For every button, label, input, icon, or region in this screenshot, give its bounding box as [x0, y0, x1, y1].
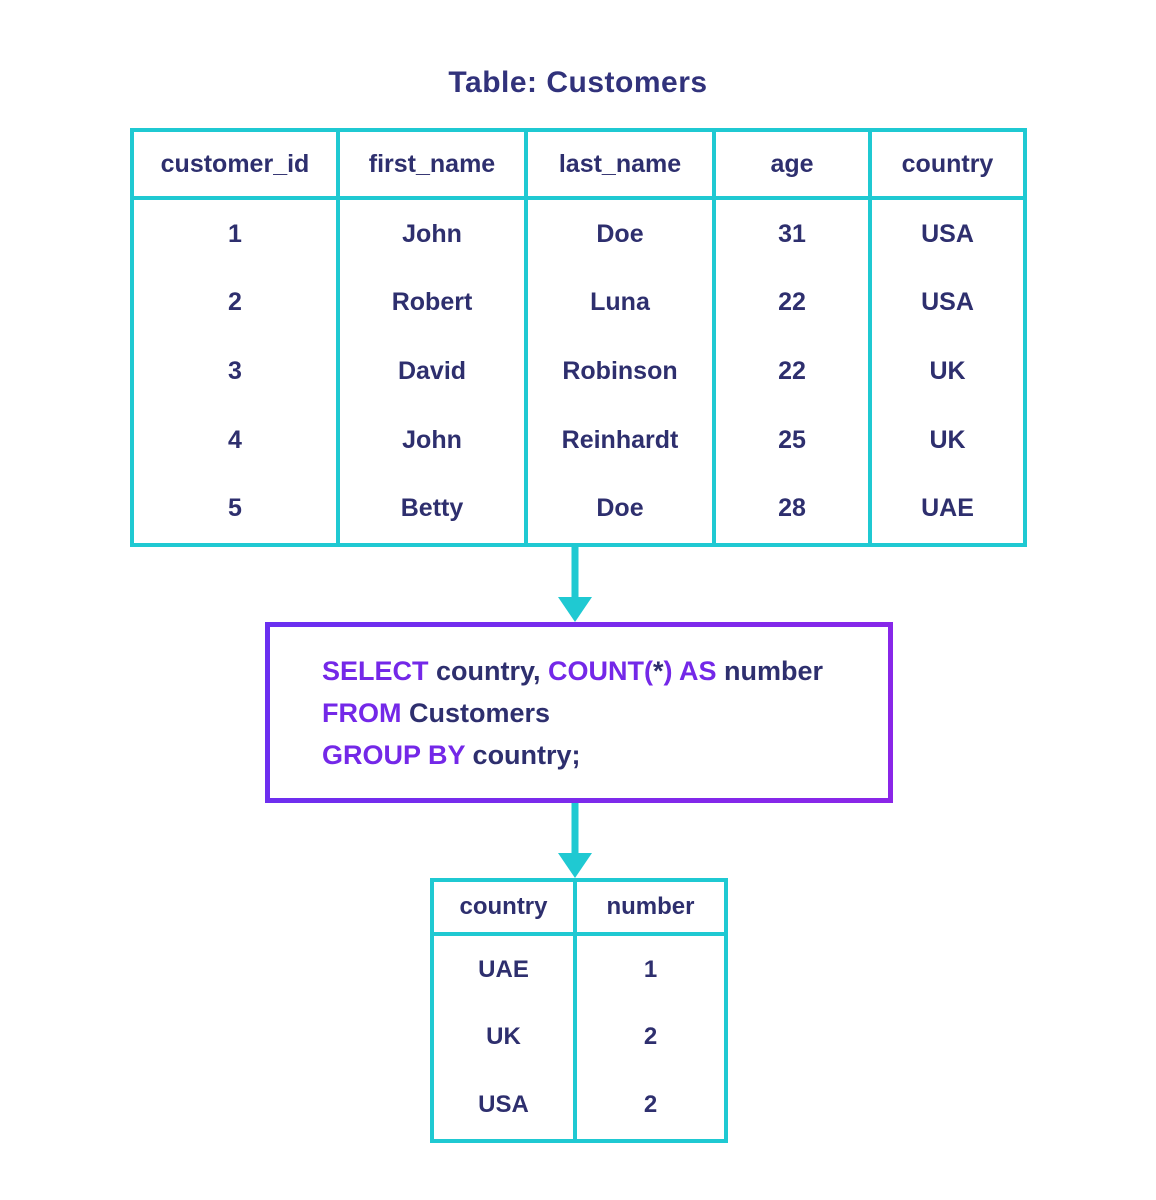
table-cell: David	[340, 337, 528, 406]
diagram-title: Table: Customers	[448, 66, 708, 99]
table-cell: Reinhardt	[528, 405, 716, 475]
column-header-last-name: last_name	[528, 132, 716, 200]
sql-text: number	[724, 655, 824, 686]
result-cell: UAE	[434, 936, 577, 1004]
table-cell: 25	[716, 405, 872, 475]
column-header-customer-id: customer_id	[134, 132, 340, 200]
arrow-shaft	[571, 803, 579, 853]
arrow-head	[558, 597, 592, 622]
table-cell: 22	[716, 337, 872, 406]
table-cell: UK	[929, 425, 966, 454]
table-cell: 1	[134, 200, 340, 269]
arrow-shaft	[571, 547, 579, 597]
table-cell: 31	[716, 200, 872, 269]
sql-text: *	[653, 655, 664, 686]
result-cell: 1	[643, 955, 658, 983]
result-table: country number UAE 1 UK 2 USA 2	[430, 878, 728, 1143]
sql-text: country,	[436, 655, 549, 686]
sql-keyword: COUNT(	[548, 655, 654, 686]
table-cell: 28	[716, 474, 872, 543]
sql-keyword: GROUP BY	[322, 739, 473, 770]
down-arrow-icon	[558, 803, 592, 878]
table-cell: Betty	[340, 474, 528, 543]
table-cell: USA	[921, 288, 974, 317]
column-header-age: age	[716, 132, 872, 200]
table-cell: USA	[921, 219, 974, 248]
sql-line-select: SELECT country, COUNT(*) AS number	[322, 650, 888, 692]
table-cell: Robert	[340, 268, 528, 338]
result-header-number: number	[577, 882, 724, 936]
table-cell: 5	[134, 474, 340, 543]
result-cell: 2	[643, 1023, 658, 1051]
sql-text: country;	[472, 739, 581, 770]
table-cell: UK	[929, 356, 966, 385]
table-cell: UAE	[921, 494, 974, 523]
table-cell: John	[340, 200, 528, 269]
column-header-country: country	[872, 132, 1023, 200]
customers-table: customer_id first_name last_name age cou…	[130, 128, 1027, 547]
column-header-first-name: first_name	[340, 132, 528, 200]
down-arrow-icon	[558, 547, 592, 622]
table-cell: 22	[716, 268, 872, 338]
table-cell: Doe	[528, 474, 716, 543]
table-cell: Doe	[528, 200, 716, 269]
sql-text: Customers	[409, 697, 551, 728]
sql-keyword: FROM	[322, 697, 409, 728]
table-cell: 2	[134, 268, 340, 338]
sql-line-groupby: GROUP BY country;	[322, 734, 888, 776]
sql-keyword: ) AS	[663, 655, 725, 686]
result-cell: 2	[643, 1091, 658, 1119]
table-cell: Robinson	[528, 337, 716, 406]
table-cell: 4	[134, 405, 340, 475]
sql-line-from: FROM Customers	[322, 692, 888, 734]
result-cell: UK	[434, 1003, 577, 1072]
result-header-country: country	[434, 882, 577, 936]
sql-query-box: SELECT country, COUNT(*) AS number FROM …	[265, 622, 893, 803]
sql-keyword: SELECT	[322, 655, 437, 686]
result-cell: USA	[434, 1071, 577, 1139]
table-cell: John	[340, 405, 528, 475]
table-cell: Luna	[528, 268, 716, 338]
arrow-head	[558, 853, 592, 878]
table-cell: 3	[134, 337, 340, 406]
